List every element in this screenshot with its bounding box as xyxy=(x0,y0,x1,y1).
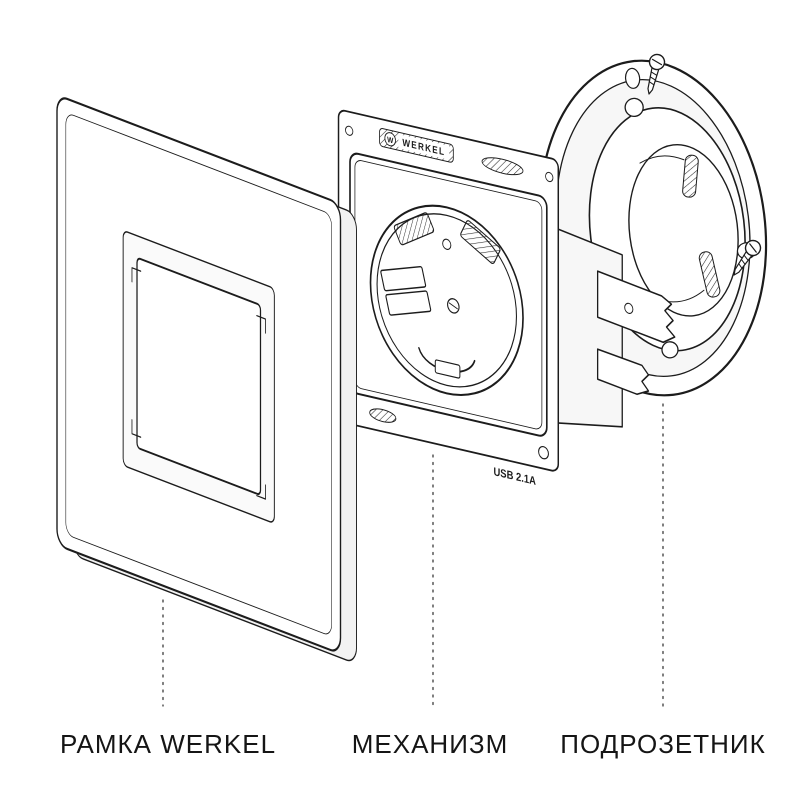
box-knockout-slot-top xyxy=(682,154,699,198)
frame-window-opening xyxy=(136,257,262,496)
corner-step-mark-tr xyxy=(256,314,266,334)
brand-initial: W xyxy=(387,134,393,145)
strap-slot-top-right xyxy=(481,157,524,176)
expansion-claw-upper xyxy=(596,270,676,344)
strap-hole-top-left xyxy=(345,125,354,136)
mounting-screw-top xyxy=(647,53,666,95)
box-cable-groove xyxy=(639,155,685,164)
usb-slot-left xyxy=(393,212,435,246)
corner-step-mark-tl xyxy=(131,267,142,283)
usb-rating-text: USB 2.1A xyxy=(494,465,537,488)
brand-logo: W WERKEL xyxy=(379,127,454,163)
frame-inner-bevel xyxy=(65,114,332,635)
corner-step-mark-bl xyxy=(131,419,142,438)
mechanism-illustration: W WERKEL USB 2.1A xyxy=(337,109,676,488)
label-mechanism: МЕХАНИЗМ xyxy=(352,729,509,759)
strap-hole-bottom-right xyxy=(538,445,549,460)
usb-port-pair xyxy=(380,266,432,316)
screw-thread xyxy=(738,263,743,269)
label-mounting-box: ПОДРОЗЕТНИК xyxy=(560,729,765,759)
screw-thread xyxy=(743,254,749,261)
mounting-screw-side xyxy=(733,239,762,276)
center-screw-slot xyxy=(448,302,458,310)
box-screw-boss-top xyxy=(624,97,644,118)
brand-text-backing xyxy=(398,134,450,160)
usb-port-lower xyxy=(385,290,432,316)
claw-screw-hole xyxy=(624,302,634,315)
brand-initial-icon xyxy=(384,132,396,147)
recess-pilot-hole xyxy=(442,238,452,250)
usb-port-upper xyxy=(380,266,427,292)
box-screw-boss-bottom xyxy=(661,341,679,359)
part-labels: РАМКА WERKEL МЕХАНИЗМ ПОДРОЗЕТНИК xyxy=(60,729,765,759)
screw-thread xyxy=(649,76,657,81)
leader-lines xyxy=(162,403,664,707)
usb-slot-right xyxy=(460,220,501,265)
ground-contact-tab xyxy=(434,359,461,379)
expansion-claw-lower xyxy=(596,348,650,396)
screw-thread xyxy=(648,81,655,86)
screw-thread xyxy=(740,258,746,265)
screw-slot xyxy=(651,58,663,66)
screw-thread xyxy=(650,71,658,76)
box-knockout-slot-bottom xyxy=(698,251,721,298)
strap-hole-top-right xyxy=(545,171,554,183)
strap-slot-bottom-left xyxy=(369,408,397,423)
label-frame: РАМКА WERKEL xyxy=(60,729,276,759)
screw-slot xyxy=(749,243,757,253)
frame-illustration xyxy=(56,97,357,662)
box-rim-hole-top xyxy=(624,67,641,89)
corner-step-mark-br xyxy=(256,484,266,500)
socket-recess-inner xyxy=(376,213,517,388)
